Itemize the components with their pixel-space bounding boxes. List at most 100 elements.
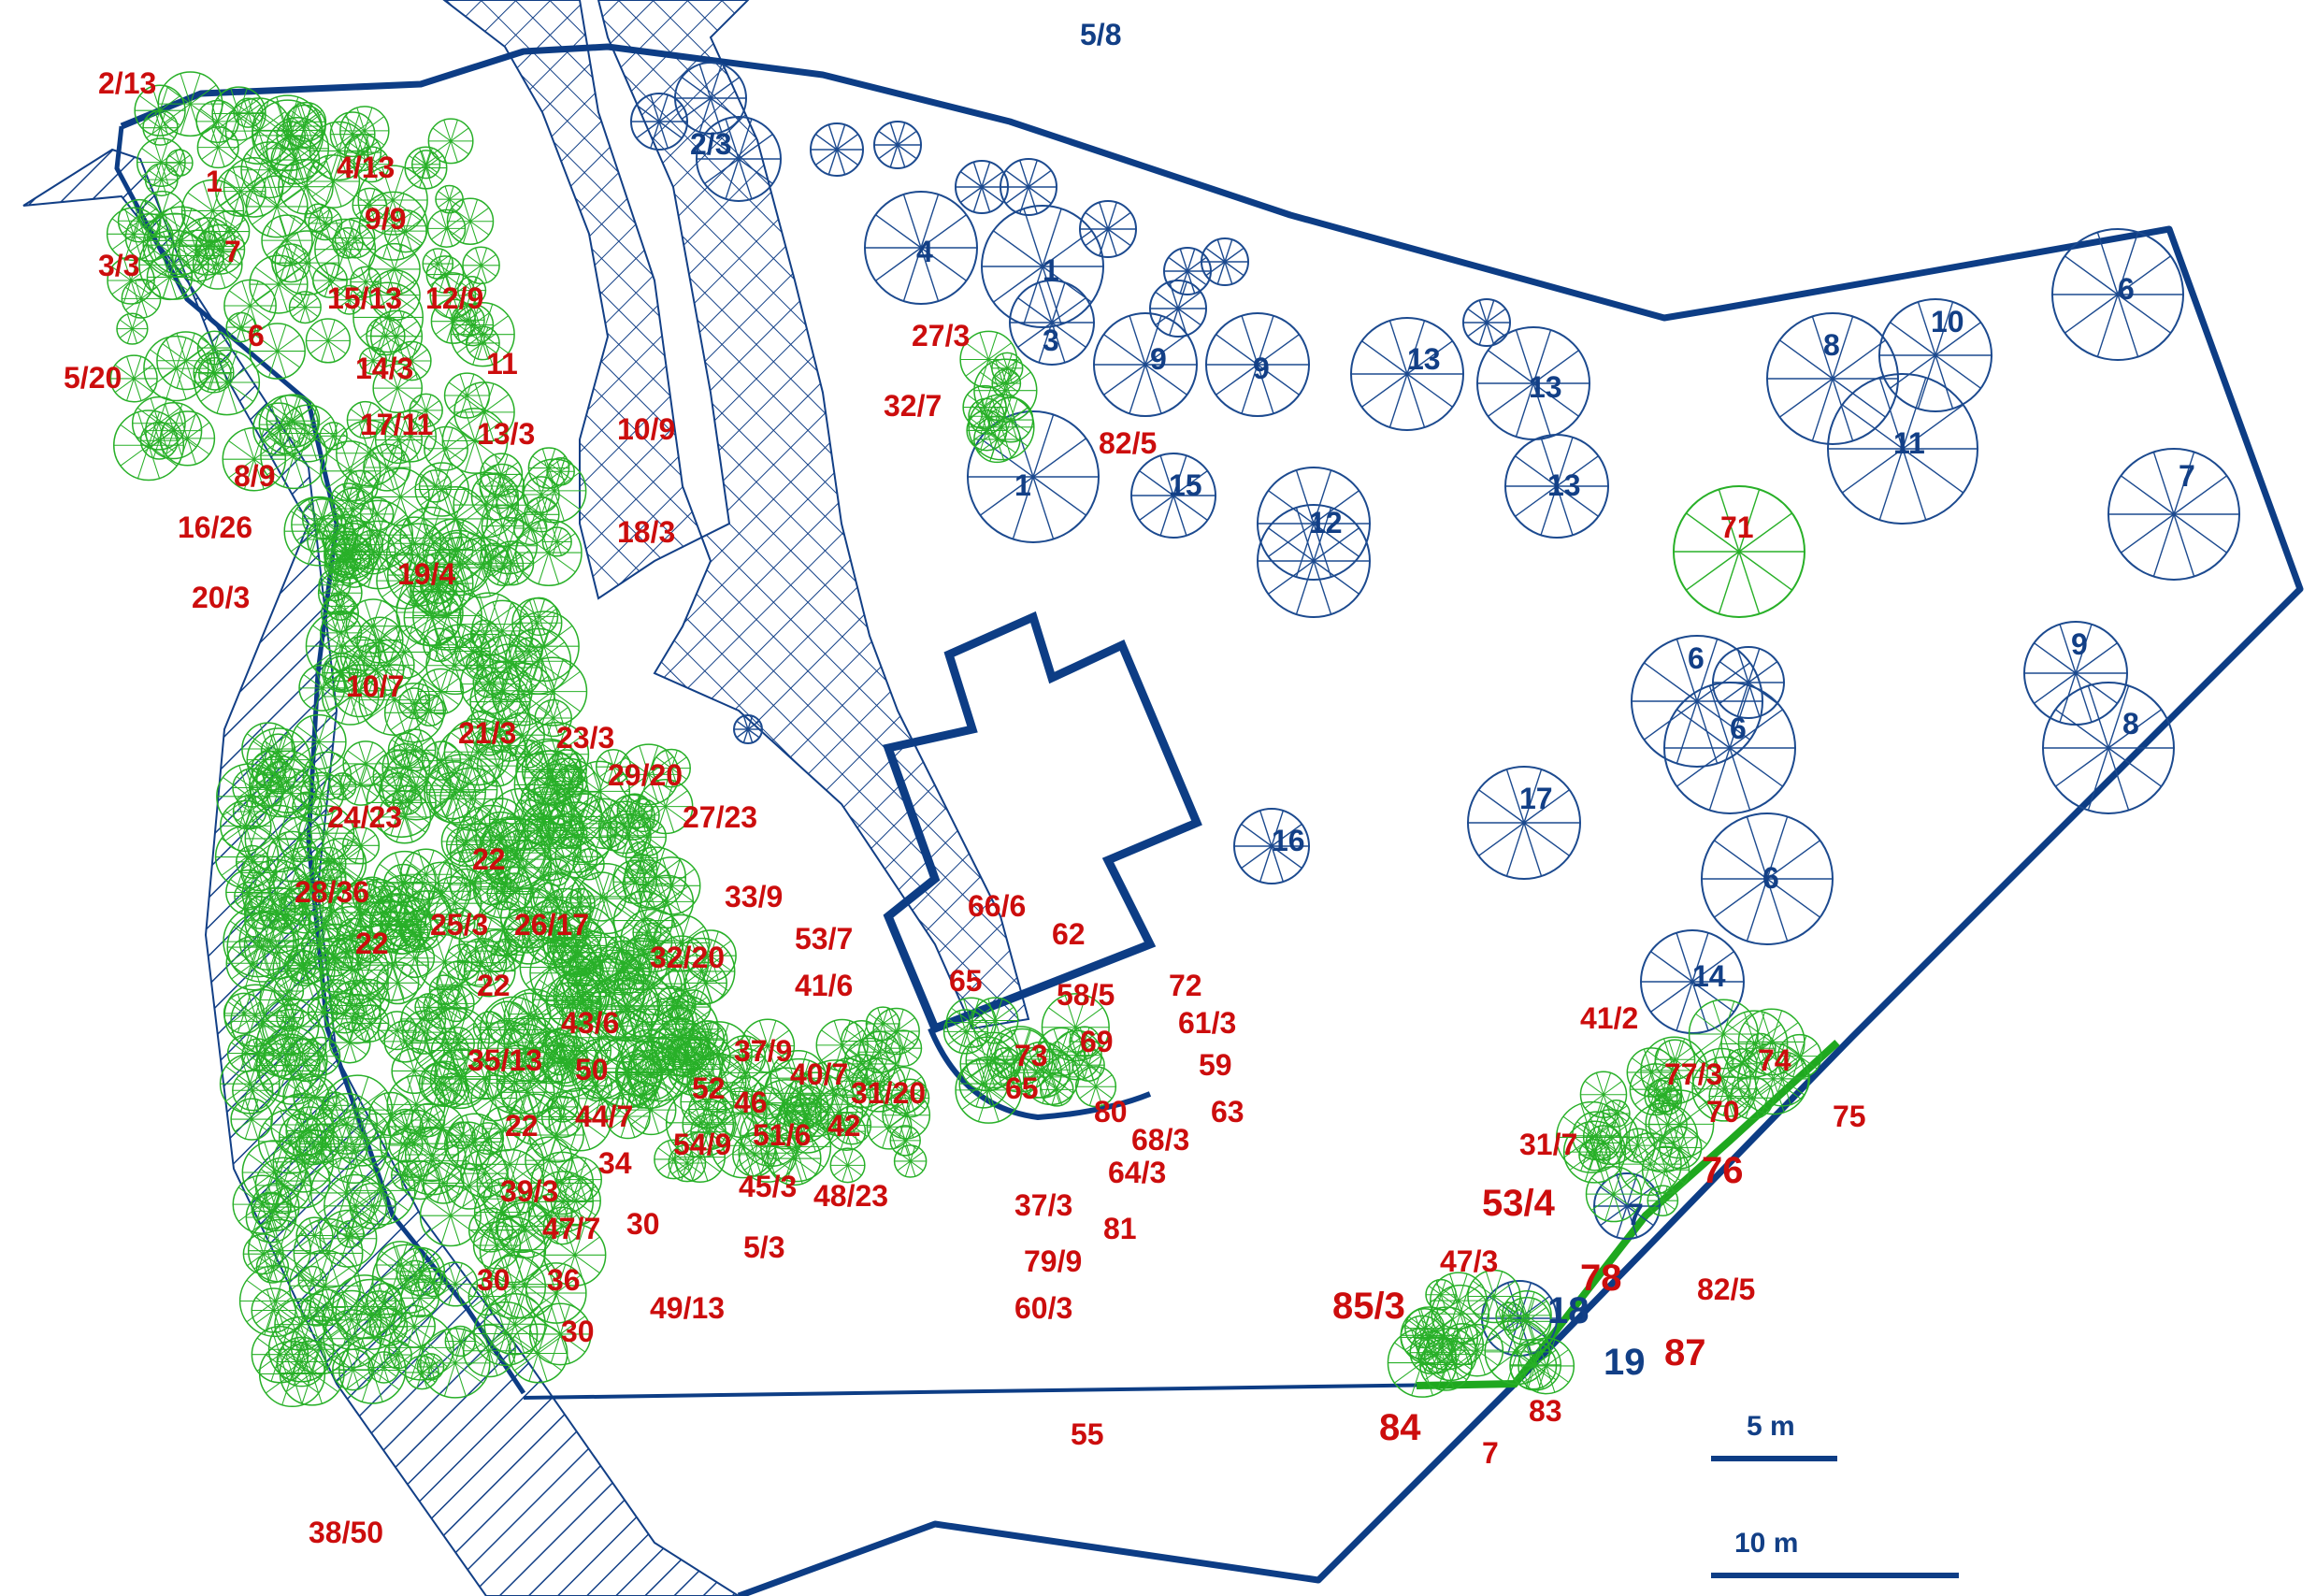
new-planting-label: 10/9	[617, 412, 675, 446]
new-plant-icon	[425, 754, 498, 827]
new-plant-icon	[391, 1159, 423, 1191]
new-plant-icon	[146, 253, 194, 301]
new-planting-label: 74	[1758, 1043, 1791, 1077]
new-plant-icon	[324, 522, 381, 580]
new-plant-icon	[157, 71, 223, 137]
new-plant-icon	[1618, 1132, 1682, 1197]
new-planting-label: 59	[1199, 1048, 1232, 1082]
new-plant-icon	[223, 992, 266, 1035]
existing-tree-label: 1	[1043, 253, 1059, 287]
existing-tree-icon	[630, 93, 688, 151]
new-planting-label: 36	[547, 1263, 581, 1297]
existing-tree-label: 1	[1014, 468, 1031, 502]
existing-tree-label: 19	[1604, 1342, 1646, 1383]
new-planting-label: 39/3	[500, 1174, 558, 1208]
new-planting-label: 16/26	[178, 510, 252, 544]
new-planting-label: 27/3	[912, 319, 970, 352]
existing-tree-label: 6	[2118, 272, 2135, 306]
new-planting-label: 10/7	[346, 669, 404, 703]
new-plant-icon	[439, 532, 474, 568]
new-plant-icon	[136, 137, 186, 188]
existing-tree-icon	[1593, 1172, 1661, 1240]
new-plant-icon	[451, 303, 485, 338]
new-planting-label: 66/6	[968, 889, 1026, 923]
new-plant-icon	[319, 422, 348, 451]
new-plant-icon	[424, 425, 468, 471]
new-plant-icon	[334, 217, 376, 259]
new-planting-label: 30	[561, 1315, 595, 1348]
new-plant-icon	[409, 393, 443, 428]
existing-tree-icon	[1462, 298, 1511, 347]
new-planting-label: 54/9	[673, 1128, 731, 1161]
new-plant-icon	[491, 662, 555, 726]
existing-tree-label: 6	[1688, 641, 1705, 675]
new-plant-icon	[255, 750, 320, 813]
new-plant-icon	[857, 1030, 901, 1074]
existing-tree-label: 10	[1931, 305, 1964, 338]
new-plant-icon	[342, 740, 390, 787]
existing-tree-icon	[1079, 200, 1137, 258]
new-plant-icon	[372, 363, 424, 413]
new-planting-label: 75	[1833, 1100, 1866, 1133]
new-plant-icon	[1425, 1278, 1457, 1311]
new-plant-icon	[223, 157, 284, 218]
new-plant-icon	[410, 552, 474, 616]
new-plant-icon	[391, 340, 432, 381]
existing-tree-label: 2/3	[690, 127, 731, 161]
new-planting-label: 37/3	[1014, 1188, 1072, 1222]
existing-tree-icon	[1663, 682, 1796, 814]
new-plant-icon	[1502, 1296, 1552, 1346]
new-planting-label: 87	[1664, 1332, 1706, 1373]
new-planting-label: 4/13	[337, 151, 395, 184]
existing-tree-icon	[1233, 808, 1310, 884]
new-plant-icon	[113, 410, 185, 482]
new-planting-label: 44/7	[575, 1100, 633, 1133]
new-plant-icon	[991, 352, 1024, 384]
new-planting	[106, 71, 1822, 1408]
existing-tree-label: 13	[1407, 342, 1441, 376]
new-plant-icon	[527, 447, 570, 489]
new-plant-icon	[193, 352, 235, 394]
new-planting-label: 15/13	[327, 281, 402, 315]
existing-tree-label: 13	[1547, 468, 1581, 502]
existing-tree-label: 15	[1169, 468, 1202, 502]
new-plant-icon	[352, 146, 390, 183]
new-plant-icon	[490, 938, 525, 972]
new-plant-icon	[372, 850, 437, 914]
new-plant-icon	[196, 126, 239, 169]
new-planting-label: 20/3	[192, 581, 250, 614]
new-plant-icon	[1441, 1323, 1485, 1366]
new-planting-label: 9/9	[365, 202, 406, 236]
existing-tree-icon	[1257, 467, 1371, 581]
new-plant-icon	[245, 175, 309, 238]
new-planting-label: 41/6	[795, 969, 853, 1002]
new-planting-label: 28/36	[295, 875, 369, 909]
new-planting-label: 25/3	[430, 908, 488, 942]
new-plant-icon	[138, 190, 186, 238]
new-planting-label: 46	[734, 1086, 768, 1119]
new-planting-label: 77/3	[1664, 1057, 1722, 1091]
new-plant-icon	[462, 246, 500, 285]
new-planting-label: 65	[1005, 1071, 1039, 1105]
existing-tree-icon	[1640, 929, 1745, 1034]
scale-label-10m: 10 m	[1734, 1528, 1798, 1559]
new-plant-icon	[334, 284, 365, 315]
new-plant-icon	[580, 955, 631, 1006]
new-planting-label: 31/20	[851, 1076, 926, 1110]
new-planting-label: 62	[1052, 917, 1086, 951]
new-tree-icon	[1673, 485, 1805, 618]
south-boundary	[523, 1382, 1516, 1400]
new-planting-label: 13/3	[477, 417, 535, 451]
existing-tree-label: 5/8	[1080, 18, 1121, 51]
site-boundary	[120, 43, 2304, 1596]
existing-tree-icon	[1878, 298, 1992, 412]
new-planting-label: 17/11	[360, 408, 433, 441]
new-plant-icon	[459, 654, 521, 715]
new-plant-icon	[350, 266, 382, 298]
new-planting-label: 50	[575, 1053, 609, 1086]
existing-tree-label: 18	[1547, 1290, 1590, 1331]
existing-tree-icon	[2107, 448, 2240, 581]
new-plant-icon	[363, 443, 411, 492]
